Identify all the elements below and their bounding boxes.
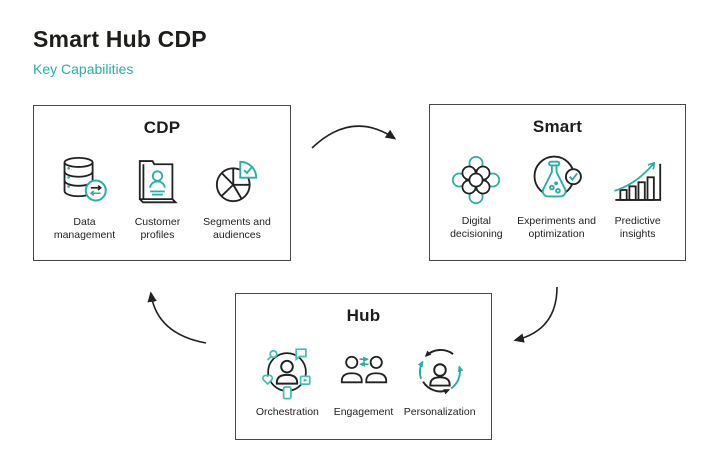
- folder-profile-icon: [128, 151, 186, 211]
- smart-box-title: Smart: [532, 117, 583, 136]
- capability-label: Digital decisioning: [450, 215, 503, 240]
- arrow-smart-to-hub: [513, 286, 558, 343]
- cdp-items-row: Data management: [34, 151, 290, 242]
- person-cycle-icon: [409, 341, 471, 401]
- smart-items-row: Digital decisioning Experime: [430, 150, 685, 241]
- capability-label: Customer profiles: [134, 216, 181, 241]
- smart-box: Smart: [429, 104, 686, 261]
- capability-item: Orchestration: [246, 341, 329, 419]
- capability-label: Engagement: [333, 406, 394, 418]
- people-exchange-icon: [335, 341, 393, 401]
- decision-nodes-icon: [448, 150, 504, 210]
- hub-items-row: Orchestration: [236, 341, 491, 419]
- capability-label: Predictive insights: [614, 215, 661, 240]
- capability-label: Experiments and optimization: [517, 215, 596, 240]
- experiment-flask-check-icon: [527, 150, 587, 210]
- page-title: Smart Hub CDP: [33, 26, 207, 52]
- capability-item: Experiments and optimization: [511, 150, 603, 241]
- pie-segments-check-icon: [207, 151, 267, 211]
- hub-box: Hub: [235, 293, 492, 440]
- capability-item: Digital decisioning: [442, 150, 511, 241]
- cdp-box-title: CDP: [143, 118, 181, 137]
- capability-label: Personalization: [403, 406, 476, 418]
- arrow-hub-to-cdp: [147, 291, 207, 344]
- capability-item: Segments and audiences: [194, 151, 280, 242]
- capability-item: Customer profiles: [121, 151, 194, 242]
- capability-label: Orchestration: [255, 406, 319, 418]
- bar-chart-trend-icon: [609, 150, 667, 210]
- arrow-cdp-to-smart: [311, 125, 397, 149]
- hub-box-title: Hub: [346, 306, 381, 325]
- page-subtitle: Key Capabilities: [33, 61, 134, 77]
- capability-label: Data management: [53, 216, 116, 241]
- cdp-box: CDP: [33, 105, 291, 261]
- person-channels-icon: [256, 341, 318, 401]
- capability-label: Segments and audiences: [203, 216, 271, 241]
- database-sync-icon: [55, 151, 113, 211]
- capability-item: Predictive insights: [602, 150, 673, 241]
- capability-item: Personalization: [398, 341, 481, 419]
- capability-item: Engagement: [329, 341, 399, 419]
- capability-item: Data management: [48, 151, 121, 242]
